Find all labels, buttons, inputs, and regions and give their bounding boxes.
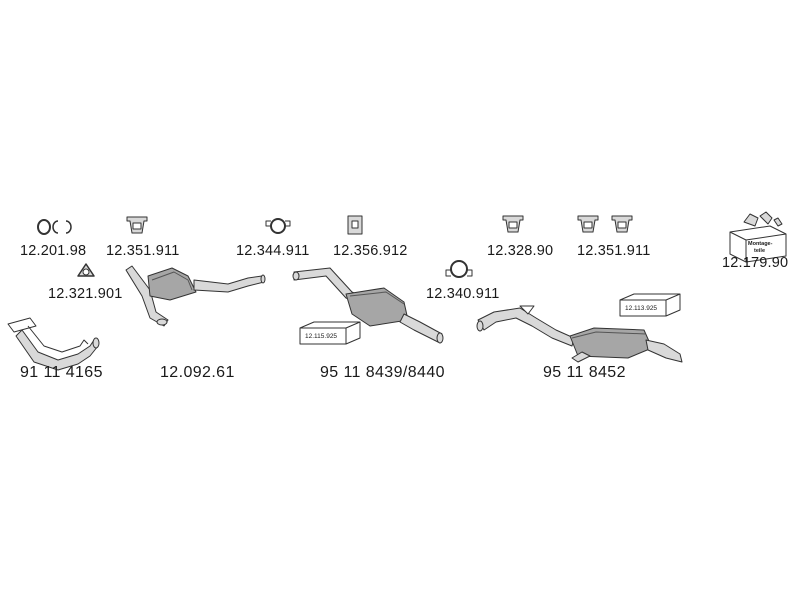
rubber-hanger-icon: [126, 216, 148, 234]
pipe-clamp-icon: [265, 218, 291, 234]
part-number-clamp: 12.344.911: [236, 243, 310, 259]
box-tag-middle: 12.115.925: [305, 333, 338, 340]
part-number-gasket: 12.321.901: [48, 286, 123, 302]
gasket-icon: [77, 263, 95, 277]
part-number-ring: 12.201.98: [20, 243, 87, 259]
package-box-icon: [299, 321, 361, 345]
part-number-clamp: 12.340.911: [426, 286, 500, 302]
part-number-rear-silencer: 95 11 8452: [543, 364, 626, 381]
middle-silencer-icon: [292, 267, 444, 344]
catalytic-converter-icon: [125, 265, 266, 327]
kit-label-line1: Montage-: [748, 241, 773, 247]
pipe-clamp-icon: [445, 260, 473, 278]
front-pipe-icon: [7, 317, 100, 371]
rubber-hanger-icon: [502, 215, 524, 233]
part-number-hanger: 12.351.911: [577, 243, 651, 259]
rubber-hanger-icon: [577, 215, 633, 233]
part-number-middle-silencer: 95 11 8439/8440: [320, 364, 445, 381]
rear-silencer-icon: [476, 305, 683, 363]
part-number-catalyst: 12.092.61: [160, 364, 235, 381]
part-number-hanger: 12.351.911: [106, 243, 180, 259]
part-number-mounting-kit: 12.179.90: [722, 255, 789, 271]
mounting-kit-icon: [729, 211, 787, 263]
part-number-front-pipe: 91 11 4165: [20, 364, 103, 381]
box-tag-rear: 12.113.925: [625, 305, 658, 312]
part-number-hanger: 12.328.90: [487, 243, 554, 259]
part-number-hanger: 12.356.912: [333, 243, 408, 259]
ring-clip-icon: [37, 219, 72, 235]
kit-label-line2: teile: [754, 248, 766, 254]
package-box-icon: [619, 293, 681, 317]
rubber-hanger-icon: [347, 215, 363, 235]
